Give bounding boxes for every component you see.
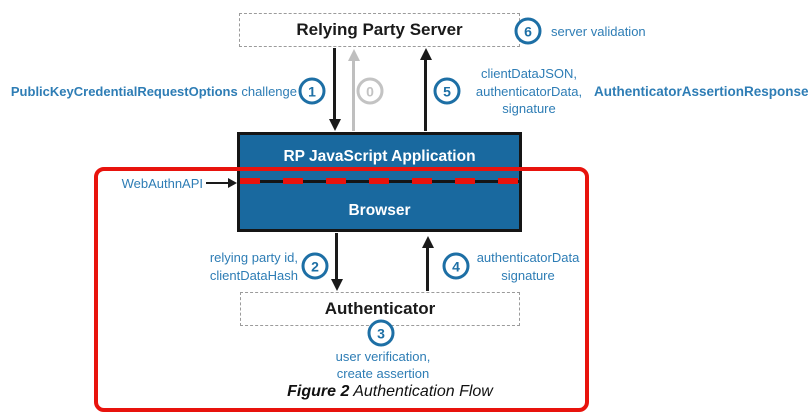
- figure-caption: Figure 2 Authentication Flow: [190, 383, 590, 401]
- relying-party-server-label: Relying Party Server: [296, 20, 463, 39]
- arrow-step2-down: [335, 233, 338, 279]
- step-0-number: 0: [366, 83, 374, 99]
- step-circle-1: 1: [298, 77, 326, 105]
- user-verification-annotation: user verification, create assertion: [302, 348, 464, 382]
- client-data-hash-line: clientDataHash: [209, 268, 298, 283]
- authenticator-data-line: authenticatorData,: [475, 83, 583, 99]
- step-circle-6: 6: [514, 17, 542, 45]
- challenge-label: challenge: [241, 84, 297, 99]
- rp-js-application-label: RP JavaScript Application: [283, 148, 476, 165]
- step-circle-3: 3: [367, 319, 395, 347]
- arrow-step5-up: [424, 60, 427, 131]
- request-options-bold: PublicKeyCredentialRequestOptions: [10, 84, 238, 99]
- step-circle-0: 0: [356, 77, 384, 105]
- assertion-response-label: AuthenticatorAssertionResponse: [594, 84, 809, 99]
- arrow-step1-down: [333, 48, 336, 119]
- authenticator-label: Authenticator: [324, 299, 436, 318]
- request-options-label: PublicKeyCredentialRequestOptions challe…: [11, 84, 297, 99]
- step-circle-4: 4: [442, 252, 470, 280]
- authenticator-data-annotation: authenticatorData signature: [472, 249, 584, 285]
- create-assertion-line: create assertion: [336, 366, 430, 381]
- relying-party-id-annotation: relying party id, clientDataHash: [210, 249, 298, 285]
- webauthn-api-boundary-line: [240, 178, 519, 184]
- authenticator-data-2-line: authenticatorData: [476, 250, 580, 265]
- step-5-number: 5: [443, 83, 451, 99]
- boundary-line-red-dashes: [240, 178, 519, 184]
- figure-number: Figure 2: [287, 383, 350, 400]
- figure-title: Authentication Flow: [353, 383, 493, 400]
- step-circle-2: 2: [301, 252, 329, 280]
- signature-2-line: signature: [501, 268, 555, 283]
- webauthn-scope-outline: [94, 167, 589, 412]
- arrow-step4-up: [426, 248, 429, 291]
- client-data-annotation: clientDataJSON, authenticatorData, signa…: [462, 65, 596, 118]
- step-2-number: 2: [311, 258, 319, 274]
- step-3-number: 3: [377, 325, 385, 341]
- user-verification-line: user verification,: [335, 349, 431, 364]
- relying-party-id-line: relying party id,: [209, 250, 298, 265]
- server-validation-label: server validation: [551, 24, 646, 39]
- webauthn-api-label: WebAuthnAPI: [121, 176, 203, 191]
- browser-label: Browser: [348, 202, 411, 219]
- webauthn-api-pointer-arrow: [206, 182, 228, 184]
- step-6-number: 6: [524, 23, 532, 39]
- step-4-number: 4: [452, 258, 460, 274]
- client-data-json-line: clientDataJSON,: [480, 66, 578, 81]
- relying-party-server-box: Relying Party Server: [239, 13, 520, 47]
- signature-line: signature: [502, 101, 556, 116]
- step-1-number: 1: [308, 83, 316, 99]
- step-circle-5: 5: [433, 77, 461, 105]
- arrow-step0-up: [352, 61, 355, 131]
